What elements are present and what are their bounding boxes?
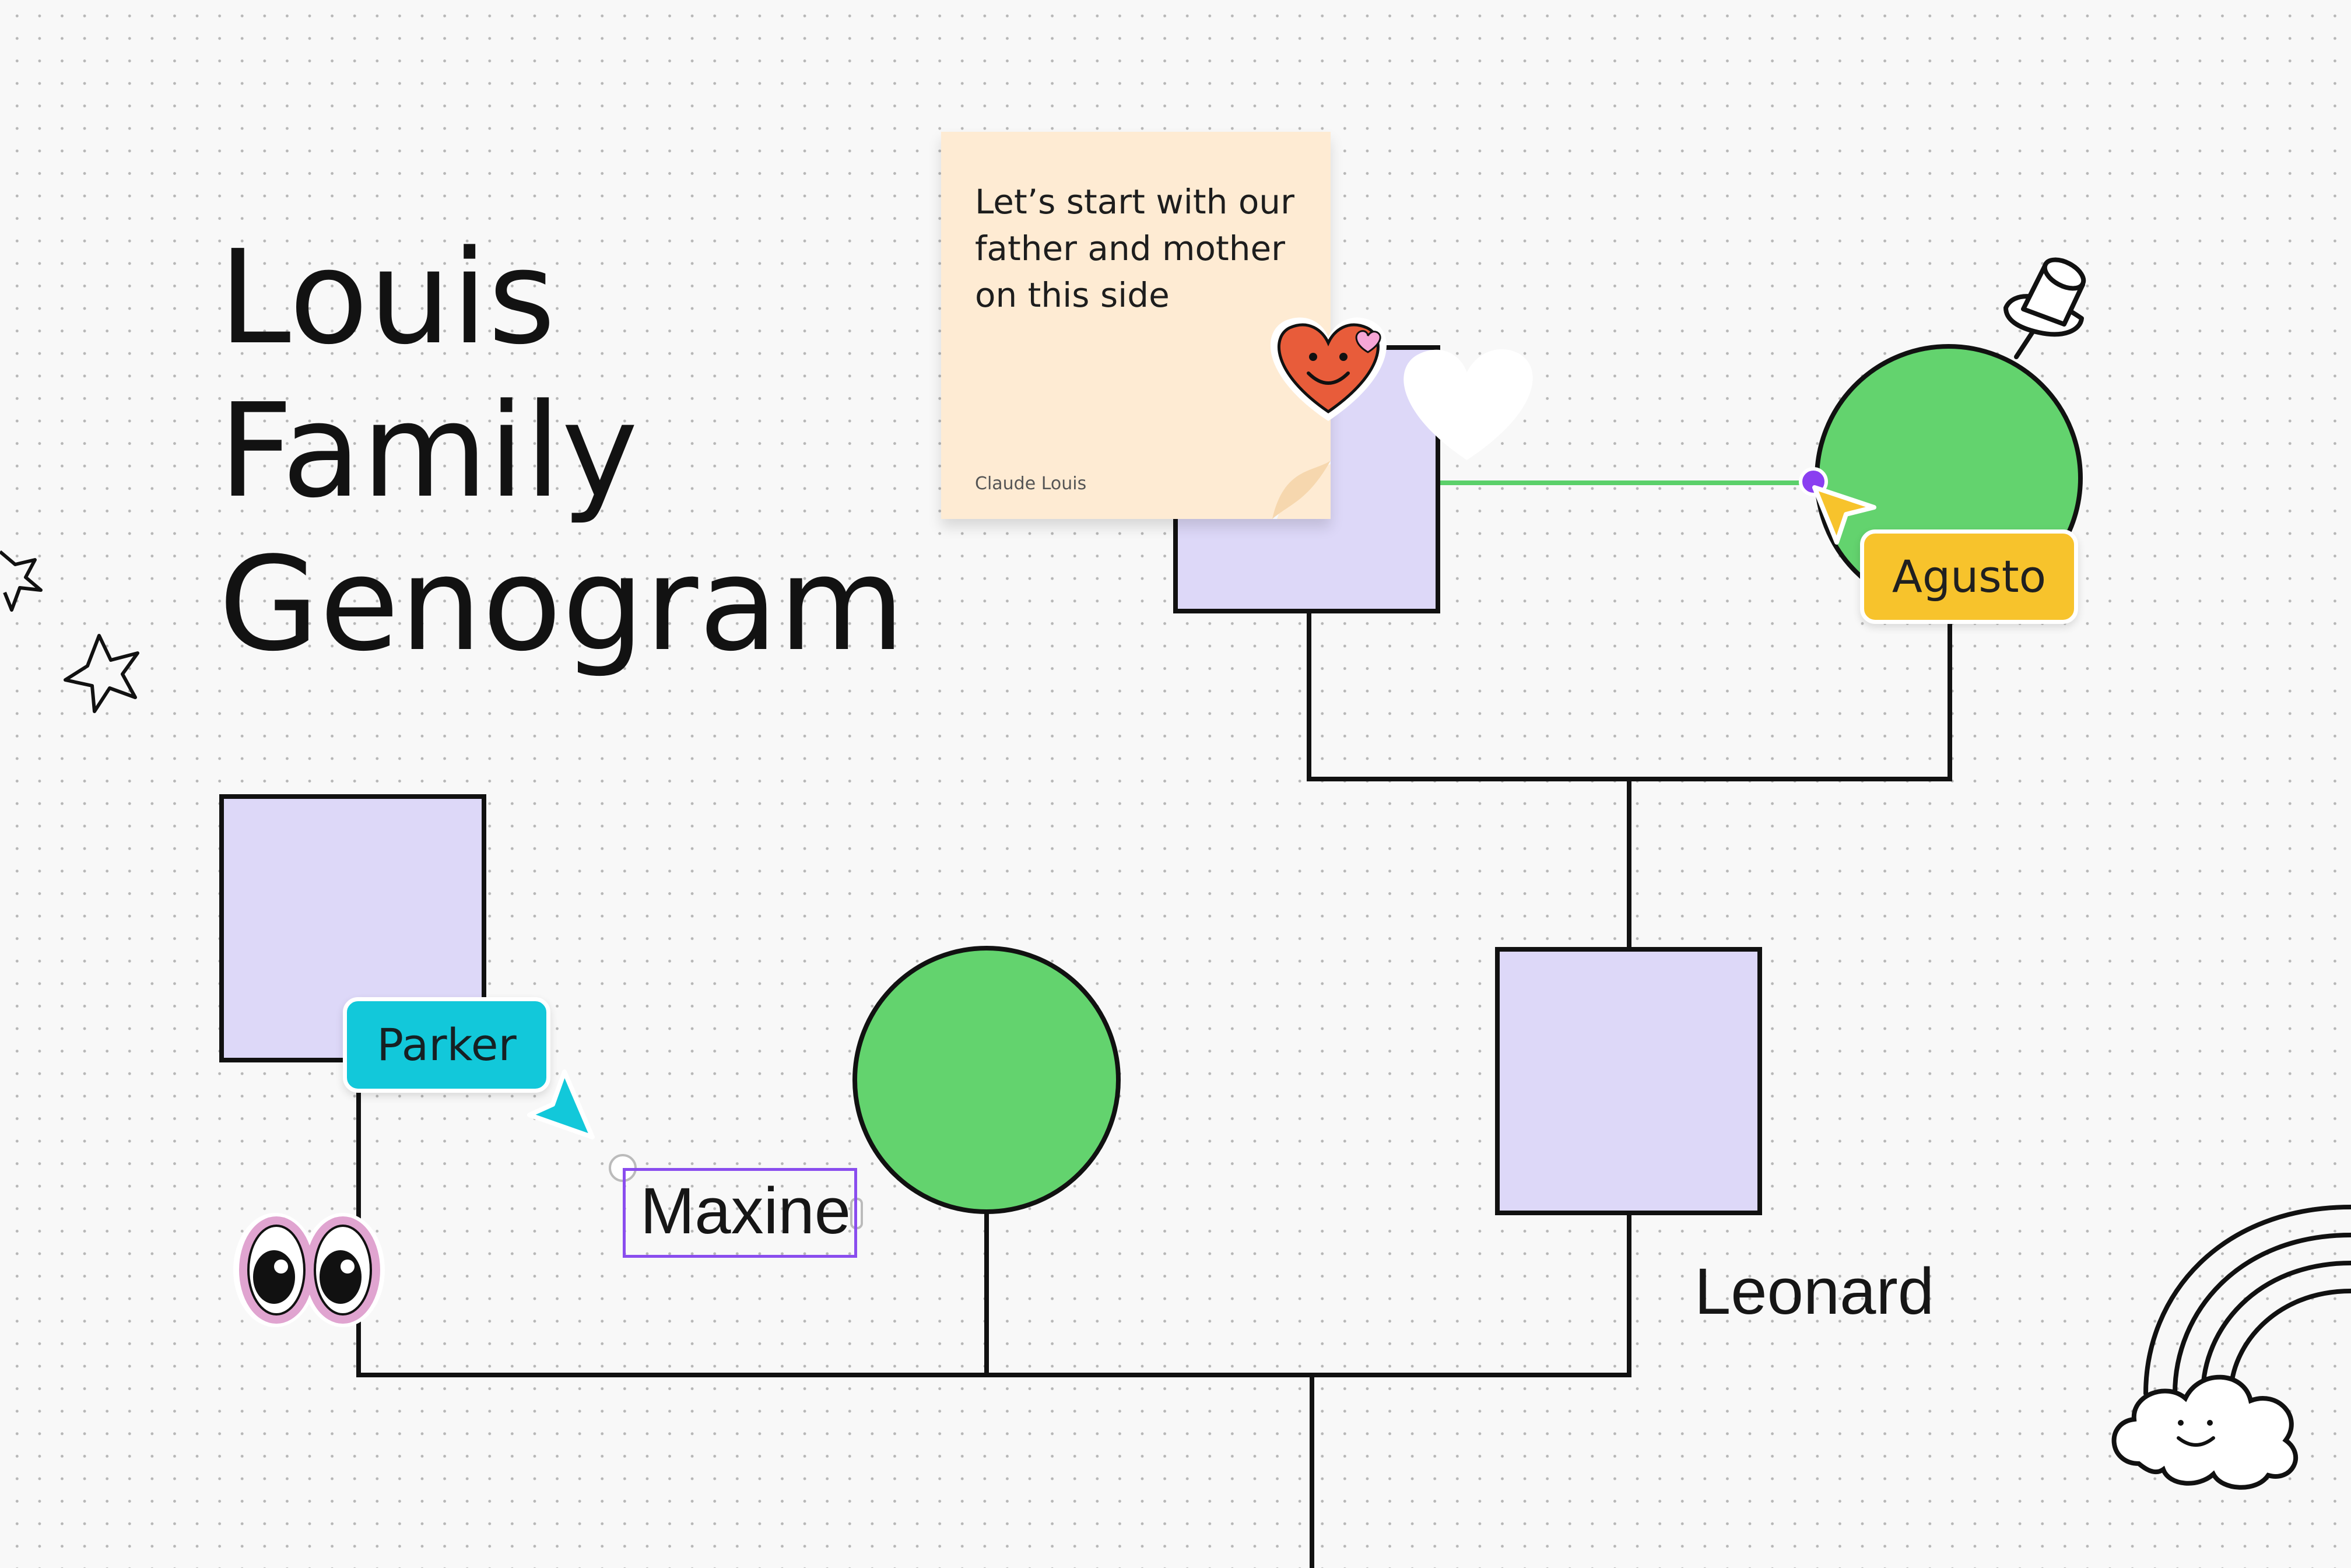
page-title: Louis Family Genogram	[219, 222, 906, 682]
sticky-note-fold	[1272, 461, 1331, 519]
sticky-note-author: Claude Louis	[975, 473, 1087, 494]
heart-face-sticker-overlay	[1270, 317, 1387, 421]
leonard-node[interactable]	[1495, 947, 1762, 1215]
maxine-selection-box[interactable]	[623, 1168, 857, 1258]
parker-tag[interactable]: Parker	[343, 997, 550, 1093]
title-line-2: Family	[219, 376, 639, 527]
eyes-sticker	[233, 1213, 385, 1327]
maxine-label[interactable]: Maxine	[640, 1174, 851, 1247]
title-line-3: Genogram	[219, 529, 906, 680]
sticky-note-text[interactable]: Let’s start with our father and mother o…	[975, 182, 1294, 315]
stars-doodle	[0, 550, 139, 713]
pushpin-sticker	[2003, 257, 2086, 359]
maxine-node[interactable]	[852, 946, 1121, 1214]
parents-union-line	[1307, 609, 1952, 781]
agusto-tag[interactable]: Agusto	[1860, 529, 2078, 624]
sticky-note[interactable]: Let’s start with our father and mother o…	[941, 132, 1331, 519]
title-line-1: Louis	[219, 223, 556, 373]
parker-cursor-icon	[527, 1069, 595, 1139]
rainbow-cloud-doodle	[2111, 1205, 2351, 1490]
leonard-label[interactable]: Leonard	[1694, 1255, 1935, 1328]
agusto-cursor-icon	[1812, 485, 1876, 545]
